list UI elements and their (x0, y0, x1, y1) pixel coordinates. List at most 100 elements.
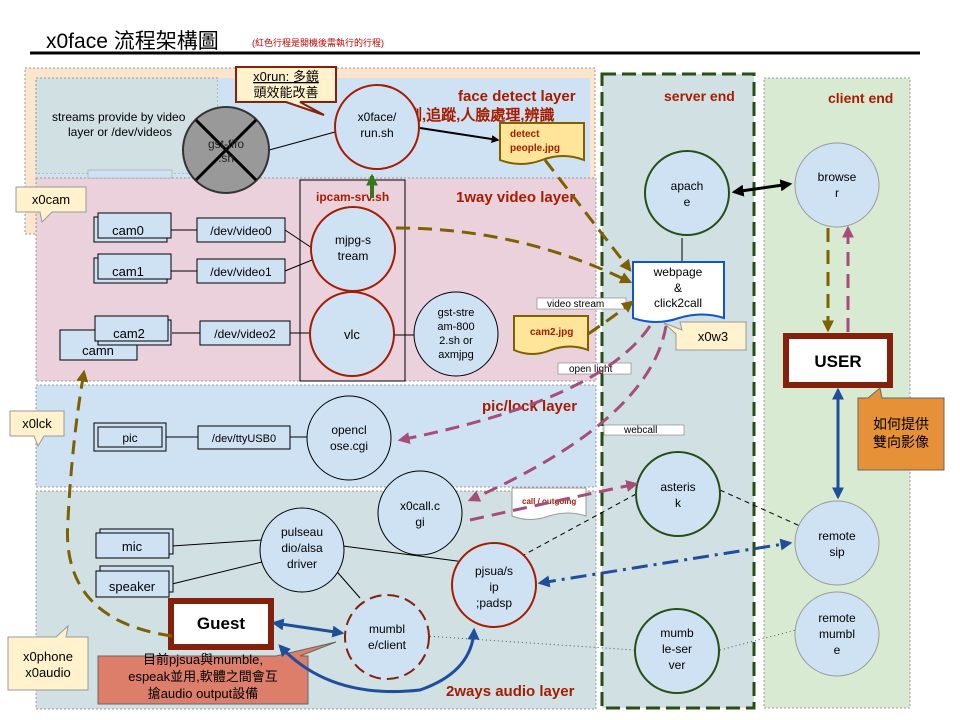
svg-text:speaker: speaker (109, 579, 156, 594)
x0cam-callout: x0cam (15, 186, 87, 224)
pic-layer-label: pic/lock layer (482, 398, 577, 415)
dev-video0-box: /dev/video0 (196, 217, 286, 243)
video-stream-label: video stream (536, 297, 627, 310)
ipcam-srv-box (299, 179, 406, 382)
svg-text:Guest: Guest (197, 614, 246, 633)
audio-layer-label: 2ways audio layer (446, 683, 575, 700)
svg-text:video stream: video stream (547, 299, 604, 310)
svg-text:x0face/run.sh: x0face/run.sh (358, 110, 397, 140)
svg-text:mjpg-stream: mjpg-stream (335, 233, 371, 263)
svg-text:camn: camn (82, 343, 114, 358)
mumble-dotted (425, 635, 635, 651)
vlc-node: vlc (309, 291, 395, 377)
title-note: (紅色行程是開機後需執行的行程) (252, 37, 384, 48)
svg-text:cam2: cam2 (113, 326, 145, 341)
webcall-label: webcall (603, 424, 685, 436)
gst-fifo-node: gst-fifo.sh (182, 106, 270, 194)
call-outgoing-file: call / outgoing (511, 487, 587, 520)
svg-text:webcall: webcall (623, 425, 657, 436)
svg-text:x0lck: x0lck (22, 416, 52, 431)
streams-text: streams provide by video layer or /dev/v… (52, 110, 189, 139)
svg-text:USER: USER (814, 352, 861, 371)
svg-text:gst-fifo.sh: gst-fifo.sh (208, 137, 244, 165)
svg-text:cam2.jpg: cam2.jpg (530, 327, 573, 338)
user-note-callout: 如何提供雙向影像 (857, 387, 945, 471)
small-bar (87, 169, 173, 179)
svg-text:x0run: 多鏡頭效能改善: x0run: 多鏡頭效能改善 (253, 69, 319, 100)
pic-box: pic (93, 422, 167, 452)
webpage-click2call-node: webpage&click2call (632, 261, 725, 323)
svg-text:x0cam: x0cam (32, 192, 70, 207)
face-layer-sublabel: 偵測,追蹤,人臉處理,辨識 (391, 106, 555, 124)
svg-text:cam1: cam1 (112, 264, 144, 279)
user-box: USER (783, 333, 893, 388)
svg-text:open light: open light (569, 364, 613, 375)
svg-text:pjsua/sip;padsp: pjsua/sip;padsp (475, 564, 513, 610)
svg-text:/dev/video1: /dev/video1 (210, 265, 272, 279)
apache-browser-arrow (731, 179, 793, 197)
dev-ttyusb0-box: /dev/ttyUSB0 (197, 425, 291, 450)
svg-text:vlc: vlc (344, 327, 360, 342)
svg-text:x0call.cgi: x0call.cgi (400, 499, 440, 529)
svg-text:/dev/video2: /dev/video2 (214, 327, 276, 341)
guest-box: Guest (168, 598, 274, 650)
dev-video2-box: /dev/video2 (199, 320, 291, 346)
svg-text:mic: mic (122, 539, 143, 554)
server-end-label: server end (664, 88, 735, 104)
asterisk-remotesip-dash (719, 489, 801, 527)
svg-text:cam0: cam0 (112, 223, 144, 238)
blue-flow-arrows (271, 387, 844, 694)
svg-text:x0w3: x0w3 (698, 329, 728, 344)
connector-lines (166, 131, 683, 599)
x0face-detect-arrow (419, 127, 500, 143)
x0w3-callout: x0w3 (663, 321, 747, 351)
client-end-label: client end (828, 90, 893, 106)
cam0-box: cam0 (93, 212, 172, 243)
svg-text:mumble-server: mumble-server (660, 626, 694, 672)
svg-text:如何提供雙向影像: 如何提供雙向影像 (873, 416, 929, 450)
x0lck-callout: x0lck (9, 410, 65, 448)
cam2-box: cam2 (94, 315, 172, 346)
pink-flow-arrows (397, 225, 854, 522)
x0face-run-node: x0face/run.sh (334, 84, 420, 170)
mic-box: mic (95, 528, 174, 559)
x0run-callout: x0run: 多鏡頭效能改善 (235, 66, 337, 116)
cam1-box: cam1 (93, 253, 172, 284)
ipcam-srv-label: ipcam-srv.sh (316, 190, 389, 204)
diagram-title: x0face 流程架構圖 (46, 30, 219, 53)
svg-text:/dev/ttyUSB0: /dev/ttyUSB0 (212, 433, 276, 445)
svg-text:pic: pic (122, 431, 137, 445)
cam2-jpg-file: cam2.jpg (513, 315, 589, 355)
speaker-box: speaker (95, 565, 174, 598)
svg-text:/dev/video0: /dev/video0 (210, 224, 272, 238)
face-layer-label: face detect layer (458, 88, 576, 105)
olive-flow-arrows (65, 159, 834, 638)
svg-text:webpage&click2call: webpage&click2call (653, 265, 703, 310)
video-layer-label: 1way video layer (456, 189, 575, 206)
